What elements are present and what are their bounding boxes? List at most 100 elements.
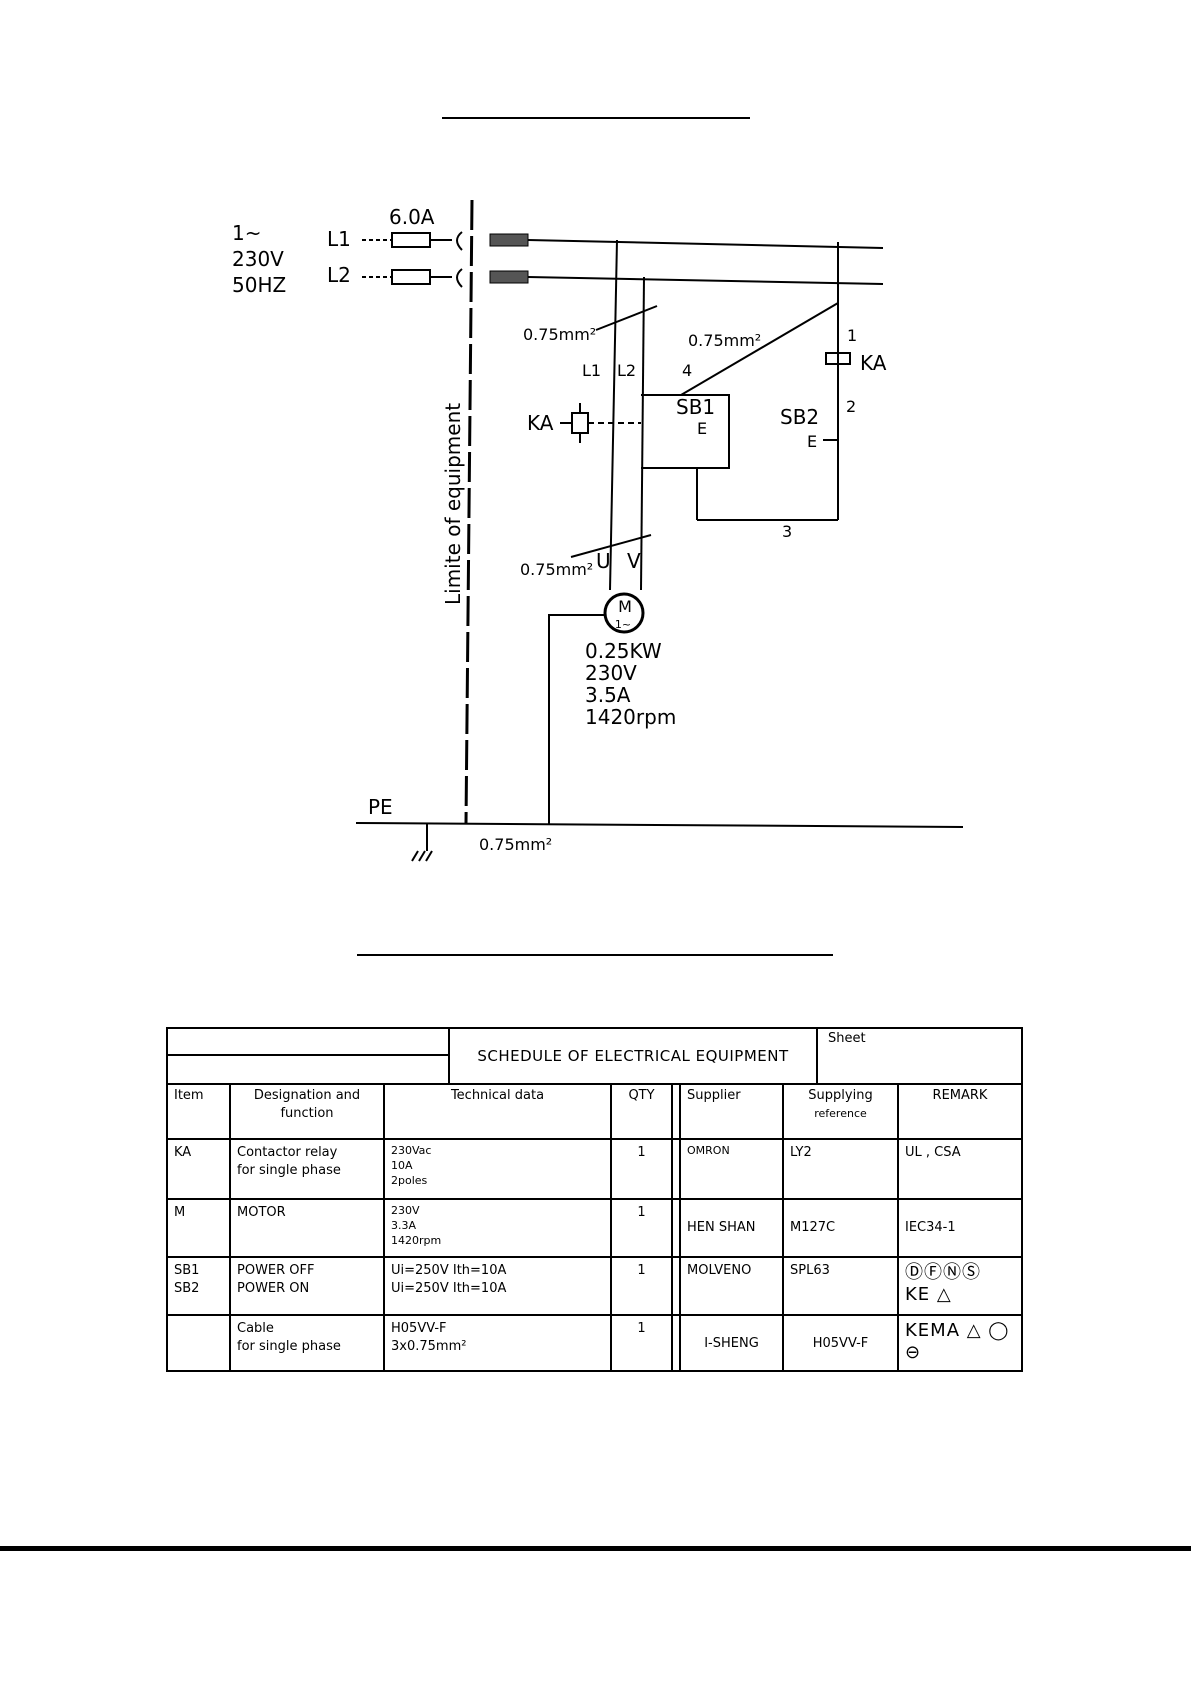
supply-voltage: 230V — [232, 247, 284, 271]
wire-section-motor: 0.75mm² — [520, 560, 593, 579]
cell-supplier: MOLVENO — [679, 1256, 784, 1316]
supply-phase: 1~ — [232, 221, 261, 245]
certification-marks-3-icon: KEMA △ ◯ ⊖ — [905, 1320, 1010, 1363]
wire-l2-vertical — [640, 276, 645, 591]
header-qty: QTY — [610, 1083, 673, 1140]
cell-supplier-ref: LY2 — [782, 1138, 899, 1200]
cell-remark: IEC34-1 — [897, 1198, 1021, 1258]
terminal-block-l2 — [489, 270, 529, 284]
terminal-1-label: 1 — [847, 326, 857, 345]
line-l1-label: L1 — [327, 227, 351, 251]
motor-terminal-u: U — [596, 549, 611, 573]
cell-supplier: OMRON — [679, 1138, 784, 1200]
l1-incoming — [362, 231, 884, 251]
terminal-4-label: 4 — [682, 361, 692, 380]
cell-qty: 1 — [610, 1256, 673, 1316]
relay-contact-ka — [825, 352, 851, 365]
supply-frequency: 50HZ — [232, 273, 286, 297]
relay-coil-ka — [560, 403, 641, 443]
terminal-2-label: 2 — [846, 397, 856, 416]
header-remark: REMARK — [897, 1083, 1021, 1140]
motor-symbol — [603, 592, 645, 634]
schedule-sheet-label: Sheet — [828, 1031, 866, 1046]
wire-section-button: 0.75mm² — [688, 331, 761, 350]
terminal-block-l1 — [489, 233, 529, 247]
cell-qty: 1 — [610, 1314, 673, 1371]
header-item: Item — [168, 1083, 231, 1140]
equipment-limit-line — [464, 199, 474, 824]
motor-power: 0.25KW — [585, 639, 662, 663]
terminal-l2 — [456, 268, 463, 288]
schedule-title: SCHEDULE OF ELECTRICAL EQUIPMENT — [450, 1029, 818, 1083]
cell-supplier: HEN SHAN — [679, 1198, 784, 1258]
motor-symbol-letter: M — [618, 597, 632, 616]
wire-section-earth: 0.75mm² — [479, 835, 552, 854]
cell-qty: 1 — [610, 1198, 673, 1258]
ground-icon — [411, 823, 433, 862]
pe-label: PE — [368, 795, 393, 819]
certification-marks-icon: ⒹⒻⓃⓈ — [905, 1262, 981, 1283]
motor-current: 3.5A — [585, 683, 631, 707]
cable-mark-control — [595, 305, 658, 331]
motor-earth-wire — [548, 614, 605, 825]
button-sb1-label: SB1 — [676, 395, 715, 419]
cell-supplier-ref: H05VV-F — [782, 1314, 899, 1371]
l2-incoming — [362, 268, 884, 288]
footer-rule — [0, 1546, 1191, 1551]
button-sb1-circuit — [641, 394, 838, 521]
schedule-header-left — [168, 1029, 450, 1083]
motor-symbol-phase: 1~ — [615, 618, 631, 631]
terminal-l1 — [456, 231, 463, 251]
cable-mark-motor — [570, 534, 652, 558]
cell-supplier-ref: SPL63 — [782, 1256, 899, 1316]
motor-terminal-v: V — [627, 549, 641, 573]
schedule-header: SCHEDULE OF ELECTRICAL EQUIPMENT Sheet — [168, 1029, 1021, 1085]
relay-coil-label: KA — [527, 411, 554, 435]
equipment-schedule: SCHEDULE OF ELECTRICAL EQUIPMENT Sheet I… — [166, 1027, 1023, 1372]
cell-item — [168, 1314, 231, 1371]
cell-supplier-ref: M127C — [782, 1198, 899, 1258]
terminal-l1-label: L1 — [582, 361, 601, 380]
cell-item: M — [168, 1198, 231, 1258]
header-technical: Technical data — [383, 1083, 612, 1140]
wire-section-control: 0.75mm² — [523, 325, 596, 344]
wire-l1-vertical — [609, 239, 618, 591]
certification-marks-2-icon: KE △ — [905, 1283, 952, 1305]
terminal-l2-label: L2 — [617, 361, 636, 380]
cell-qty: 1 — [610, 1138, 673, 1200]
title-rule-bottom — [357, 954, 833, 956]
cell-supplier: I-SHENG — [679, 1314, 784, 1371]
relay-contact-label: KA — [860, 351, 887, 375]
cell-remark: KEMA △ ◯ ⊖ — [897, 1314, 1021, 1371]
pe-bus — [355, 822, 964, 828]
fuse-l1 — [391, 232, 431, 248]
motor-voltage: 230V — [585, 661, 637, 685]
motor-speed: 1420rpm — [585, 705, 676, 729]
cell-designation: MOTOR — [229, 1198, 385, 1258]
terminal-3-label: 3 — [782, 522, 792, 541]
fuse-rating: 6.0A — [389, 205, 435, 229]
button-sb2-label: SB2 — [780, 405, 819, 429]
line-l2-label: L2 — [327, 263, 351, 287]
cell-remark: ⒹⒻⓃⓈ KE △ — [897, 1256, 1021, 1316]
cell-item: KA — [168, 1138, 231, 1200]
fuse-l2 — [391, 269, 431, 285]
limit-label: Limite of equipment — [441, 403, 465, 605]
wire-button-feed — [680, 302, 839, 396]
